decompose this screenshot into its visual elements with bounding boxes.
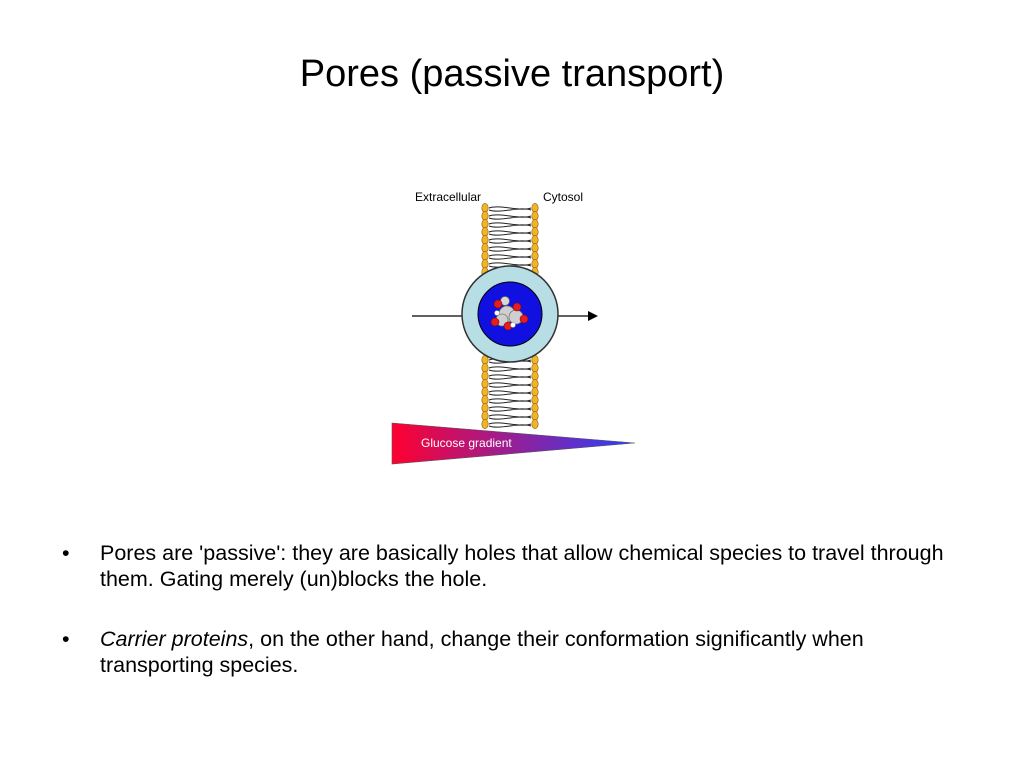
lipid-tail — [488, 238, 532, 244]
bullet-text: Pores are 'passive': they are basically … — [100, 541, 944, 591]
lipid-tail — [488, 374, 532, 380]
lipid-tail — [488, 366, 532, 372]
bullet-marker: • — [62, 627, 70, 651]
glucose-gradient-label: Glucose gradient — [421, 436, 512, 450]
bullet-item: • Carrier proteins, on the other hand, ch… — [62, 626, 962, 678]
lipid-tail — [488, 406, 532, 412]
bullet-text: , on the other hand, change their confor… — [100, 627, 864, 677]
lipid-tail — [488, 390, 532, 396]
lipid-bilayer — [481, 203, 539, 429]
lipid-tail — [488, 422, 532, 428]
lipid-tail — [488, 246, 532, 252]
lipid-tail — [488, 206, 532, 212]
lipid-tail — [488, 222, 532, 228]
lipid-tail — [488, 214, 532, 220]
lipid-tail — [488, 398, 532, 404]
bullet-list: • Pores are 'passive': they are basicall… — [62, 540, 962, 712]
glucose-molecule — [490, 296, 529, 331]
slide-title: Pores (passive transport) — [299, 53, 725, 95]
arrow-out-head — [588, 311, 598, 321]
extracellular-label: Extracellular — [415, 190, 481, 204]
lipid-tail — [488, 230, 532, 236]
membrane-pore-diagram: Extracellular Cytosol Glucose gradient — [380, 180, 650, 480]
bullet-item: • Pores are 'passive': they are basicall… — [62, 540, 962, 592]
cytosol-label: Cytosol — [543, 190, 583, 204]
lipid-head — [531, 419, 539, 429]
lipid-head — [481, 419, 489, 429]
bullet-emphasis: Carrier proteins — [100, 627, 249, 651]
bullet-marker: • — [62, 541, 70, 565]
lipid-tail — [488, 382, 532, 388]
lipid-tail — [488, 414, 532, 420]
glucose-gradient-wedge — [391, 422, 636, 465]
lipid-tail — [488, 254, 532, 260]
